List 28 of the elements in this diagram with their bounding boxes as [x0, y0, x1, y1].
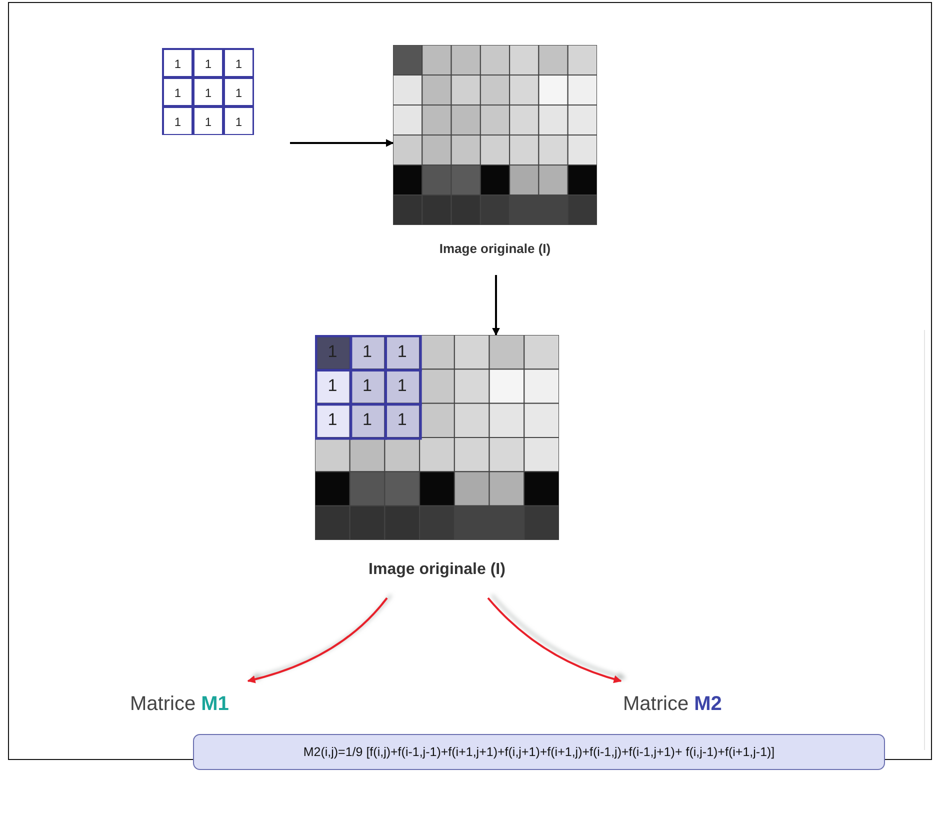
- arrow: [247, 597, 388, 684]
- kernel-value: 1: [396, 342, 408, 362]
- kernel-value: 1: [326, 342, 338, 362]
- arrow: [492, 275, 500, 336]
- kernel-value: 1: [326, 410, 338, 430]
- matrix-title: Matrice M1: [130, 693, 229, 716]
- kernel-value: 1: [234, 84, 244, 101]
- kernel-value: 1: [362, 376, 373, 396]
- matrix-title: Matrice M2: [623, 693, 722, 716]
- kernel-value: 1: [326, 376, 338, 396]
- kernel-value: 1: [173, 56, 182, 72]
- kernel-value: 1: [234, 56, 244, 72]
- arrow: [487, 597, 622, 683]
- kernel-value: 1: [234, 114, 244, 130]
- kernel-value: 1: [204, 114, 213, 130]
- kernel-value: 1: [173, 114, 182, 130]
- kernel-value: 1: [362, 342, 373, 362]
- kernel-value: 1: [362, 410, 373, 430]
- kernel-value: 1: [396, 410, 408, 430]
- formula-box: M2(i,j)=1/9 [f(i,j)+f(i-1,j-1)+f(i+1,j+1)+f(i,j+1)+f(i+1,j)+f(i-1,j)+f(i-1,j+1)+ f(i,j-1)+f(i+1,j-1)]: [193, 734, 885, 770]
- kernel-grid: [162, 48, 254, 135]
- kernel-value: 1: [204, 56, 213, 72]
- kernel-value: 1: [396, 376, 408, 396]
- kernel-value: 1: [173, 84, 182, 101]
- image-caption: Image originale (I): [438, 241, 552, 256]
- kernel-value: 1: [204, 84, 213, 101]
- image-caption: Image originale (I): [368, 561, 506, 579]
- arrow: [290, 139, 394, 147]
